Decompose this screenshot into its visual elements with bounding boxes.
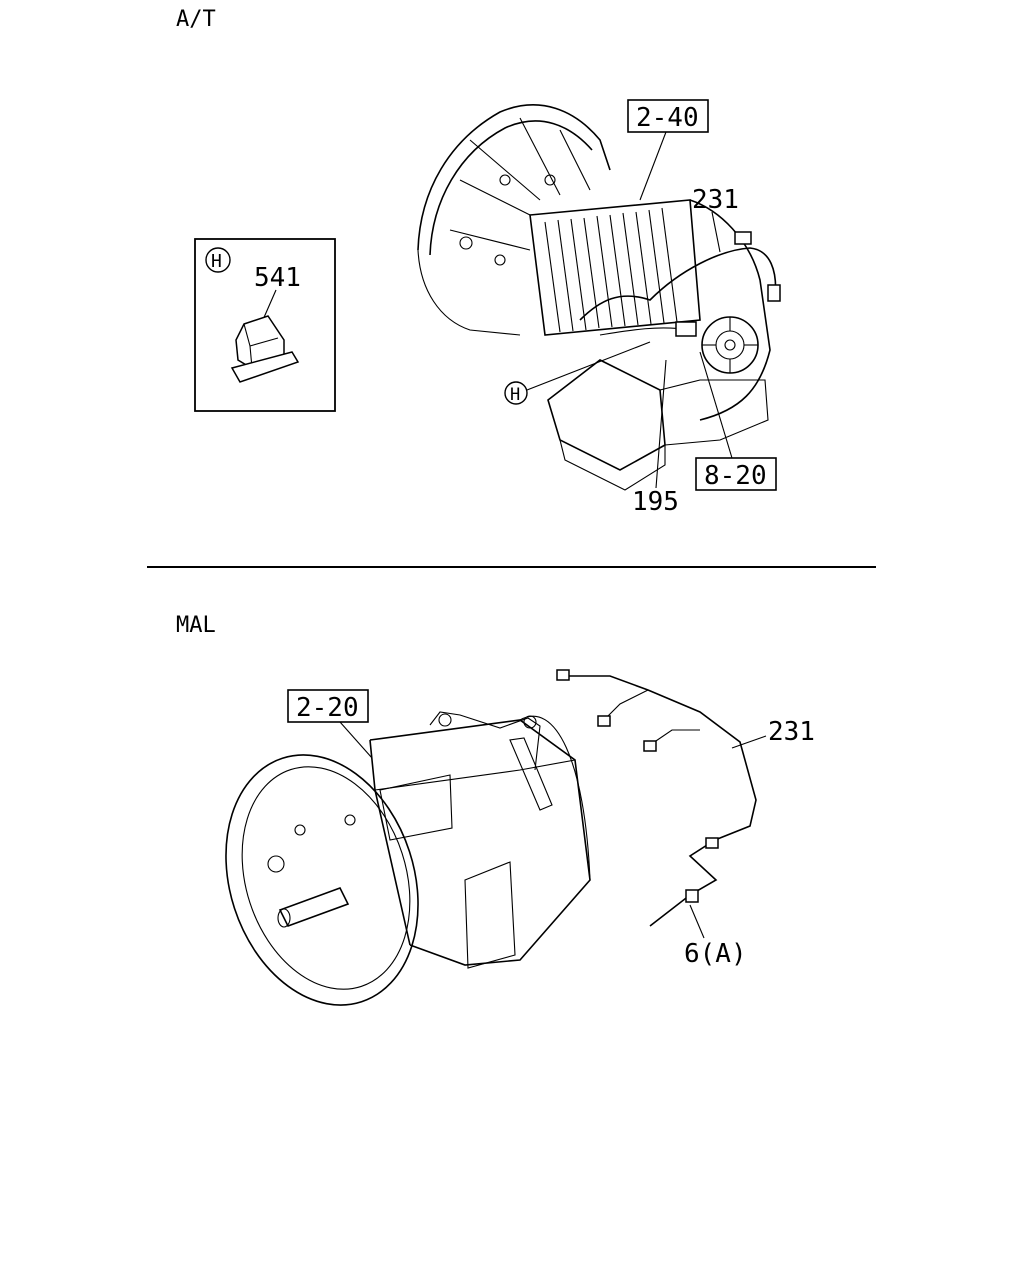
callout-2-40-label: 2-40 xyxy=(636,103,699,133)
harness-231-mal: 231 xyxy=(556,669,815,927)
inset-marker-label: H xyxy=(211,251,222,272)
callout-6a: 6(A) xyxy=(684,904,747,969)
inset-detail-h: H 541 xyxy=(194,238,336,412)
manual-transmission-drawing xyxy=(225,711,591,1006)
inset-part-label: 541 xyxy=(254,263,301,293)
callout-231-mal-label: 231 xyxy=(768,717,815,747)
section-title-at: A/T xyxy=(176,7,216,32)
h-marker-label: H xyxy=(510,385,520,405)
callout-8-20-label: 8-20 xyxy=(704,461,767,491)
callout-231-at: 231 xyxy=(692,185,739,253)
callout-2-20: 2-20 xyxy=(287,689,373,759)
section-title-mal: MAL xyxy=(176,613,216,638)
callout-231-at-label: 231 xyxy=(692,185,739,215)
callout-195-label: 195 xyxy=(632,487,679,517)
callout-2-40: 2-40 xyxy=(627,99,709,201)
callout-2-20-label: 2-20 xyxy=(296,693,359,723)
automatic-transmission-drawing xyxy=(417,104,781,491)
callout-6a-label: 6(A) xyxy=(684,939,747,969)
callout-8-20: 8-20 xyxy=(695,351,777,491)
callout-h-pointer: H xyxy=(504,341,651,405)
callout-195: 195 xyxy=(632,359,679,517)
